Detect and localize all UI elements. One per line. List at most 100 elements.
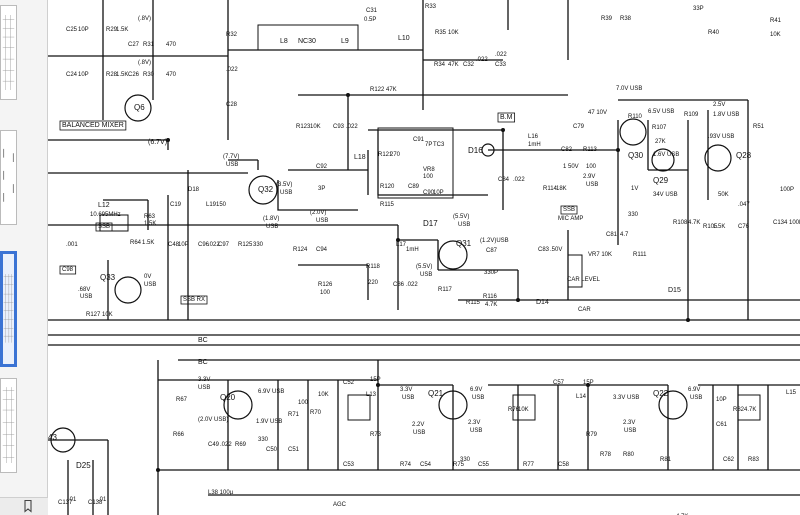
component-label: 1.5K xyxy=(142,240,154,246)
component-label: 1V xyxy=(631,186,638,192)
component-label: 1.5K xyxy=(116,72,128,78)
component-label: Q22 xyxy=(653,389,669,398)
component-label: Q29 xyxy=(653,176,669,185)
component-label: 2.3V xyxy=(468,420,480,426)
component-label: .50V xyxy=(550,247,562,253)
component-label: (3.5V) xyxy=(276,182,292,188)
component-label: C57 xyxy=(553,380,565,386)
component-label: 6.5V USB xyxy=(648,109,674,115)
component-label: C93 xyxy=(333,124,345,130)
component-label: R108 xyxy=(673,220,688,226)
page-thumbnail-4[interactable] xyxy=(0,378,17,473)
component-label: R83 xyxy=(748,457,760,463)
component-label: B.M xyxy=(500,114,513,121)
component-label: 6.9V xyxy=(470,387,482,393)
component-label: 3P xyxy=(318,186,325,192)
component-label: R115 xyxy=(466,300,481,306)
component-label: SSB xyxy=(563,207,575,213)
component-label: 1.5K xyxy=(144,221,156,227)
component-label: L10 xyxy=(398,35,410,42)
component-label: 10K xyxy=(770,32,781,38)
page-thumbnail-2[interactable] xyxy=(0,130,17,225)
component-label: R121 xyxy=(378,152,393,158)
component-label: C19 xyxy=(170,202,182,208)
component-label: R105 xyxy=(703,224,718,230)
component-label: Q33 xyxy=(100,273,116,282)
component-label: L18 xyxy=(354,154,366,161)
component-label: R125 xyxy=(238,242,253,248)
component-label: 3.3V xyxy=(400,387,412,393)
component-label: .022 xyxy=(513,177,525,183)
component-label: C96 xyxy=(198,242,210,248)
component-label: R30 xyxy=(143,72,155,78)
component-label: 43 xyxy=(48,433,57,442)
page-thumbnail-1[interactable] xyxy=(0,5,17,100)
component-label: USB xyxy=(472,395,484,401)
component-label: (1.8V) xyxy=(263,216,279,222)
component-label: 4.7 xyxy=(620,232,629,238)
component-label: R67 xyxy=(176,397,188,403)
transistor-symbols xyxy=(50,94,732,453)
component-label: 1.8V USB xyxy=(713,112,739,118)
component-label: USB xyxy=(470,428,482,434)
label-frame xyxy=(95,222,113,232)
component-label: USB xyxy=(420,272,432,278)
component-label: MIC AMP xyxy=(558,216,583,222)
component-label: R39 xyxy=(601,16,613,22)
component-label: L14 xyxy=(576,394,587,400)
component-label: .022 xyxy=(346,124,358,130)
component-label: C25 xyxy=(66,27,78,33)
component-label: 27K xyxy=(655,139,666,145)
component-label: L13 xyxy=(366,392,377,398)
component-label: 4.7K xyxy=(744,407,756,413)
component-label: C54 xyxy=(420,462,432,468)
component-label: L17 xyxy=(396,242,407,248)
bookmark-icon[interactable] xyxy=(21,499,35,513)
component-label: 3.3V xyxy=(198,377,210,383)
component-label: R124 xyxy=(293,247,308,253)
component-label: R79 xyxy=(586,432,598,438)
component-label: 10P xyxy=(78,72,89,78)
component-label: C32 xyxy=(463,62,475,68)
component-label: 150 xyxy=(216,202,227,208)
component-label: SSB RX xyxy=(183,297,205,303)
component-label: R118 xyxy=(366,264,381,270)
component-label: R114 xyxy=(543,186,558,192)
page-thumbnail-3[interactable] xyxy=(0,251,17,367)
component-label: D25 xyxy=(76,461,91,470)
component-label: C90 xyxy=(423,190,435,196)
component-label: C58 xyxy=(558,462,570,468)
component-label: (6.7V) xyxy=(148,139,167,146)
component-label: C31 xyxy=(366,8,378,14)
component-label: C33 xyxy=(495,62,507,68)
component-label: (5.5V) xyxy=(453,214,469,220)
component-label: 1mH xyxy=(406,247,419,253)
component-label: C61 xyxy=(716,422,728,428)
component-label: BC xyxy=(198,337,208,344)
component-label: R41 xyxy=(770,18,782,24)
component-label: 47 10V xyxy=(588,110,607,116)
thumbnail-preview xyxy=(3,148,14,202)
component-label: NC30 xyxy=(298,38,316,45)
component-label: C53 xyxy=(343,462,355,468)
component-label: .022 xyxy=(476,57,488,63)
component-label: (2.0V) xyxy=(310,210,326,216)
schematic-wiring xyxy=(48,0,800,515)
component-label: C98 xyxy=(62,267,74,273)
sidebar-footer xyxy=(0,497,48,515)
component-label: USB xyxy=(690,395,702,401)
component-label: 10P xyxy=(433,190,444,196)
component-label: D15 xyxy=(668,287,681,294)
component-label: 10K xyxy=(448,30,459,36)
component-label: R127 10K xyxy=(86,312,113,318)
component-label: USB xyxy=(226,162,238,168)
component-label: Q6 xyxy=(134,103,145,112)
label-frame xyxy=(180,295,208,305)
component-label: 18K xyxy=(556,186,567,192)
component-label: R113 xyxy=(583,147,598,153)
component-label: R35 xyxy=(435,30,447,36)
component-label: 330 xyxy=(258,437,269,443)
component-label: 1.6V USB xyxy=(653,152,679,158)
